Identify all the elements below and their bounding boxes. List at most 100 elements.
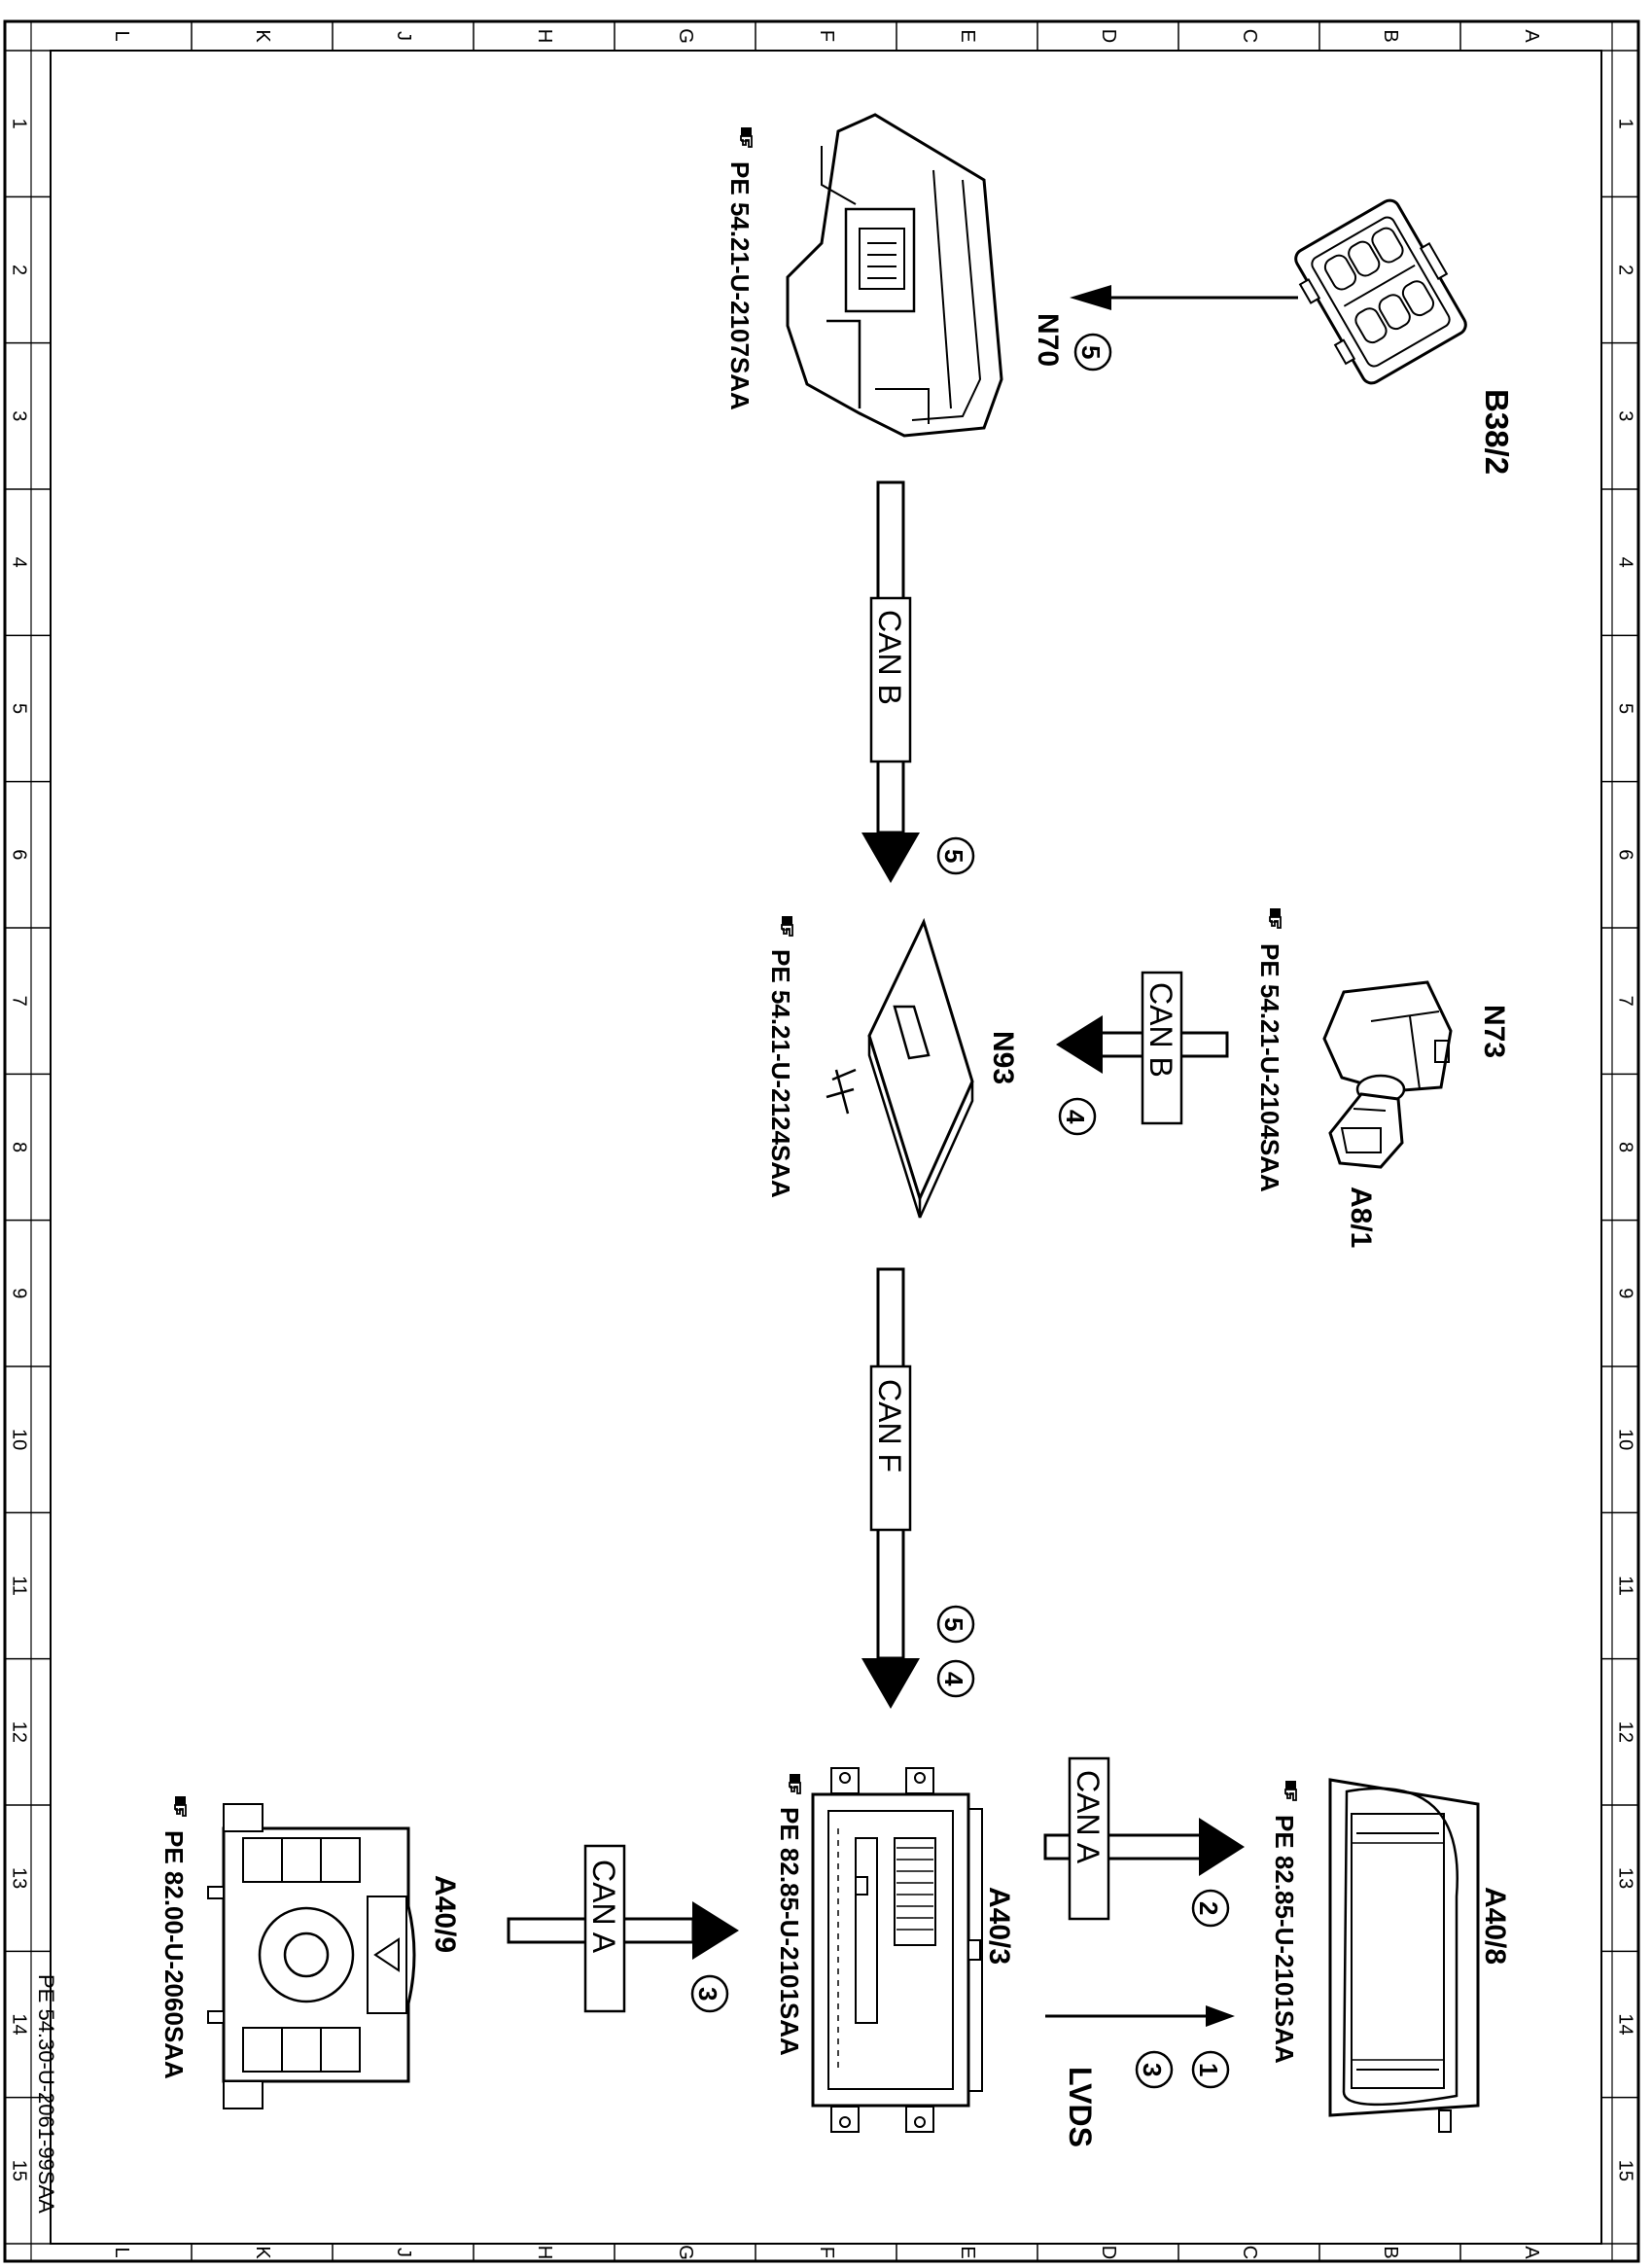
step-badge: 5: [1073, 333, 1112, 372]
svg-text:5: 5: [939, 1617, 968, 1631]
a8-1-label: A8/1: [1345, 1187, 1377, 1248]
n73-ref-link[interactable]: PE 54.21-U-2104SAA: [1255, 907, 1284, 1192]
frame-column-letter: L: [111, 30, 132, 41]
frame-row-number: 2: [1615, 265, 1636, 275]
frame-column-letter: C: [1239, 2246, 1260, 2259]
frame-column-letter: G: [675, 2245, 696, 2260]
component-a40-9: A40/9 PE 82.00-U-2060SAA: [159, 1795, 461, 2109]
frame-column-letter: J: [393, 31, 414, 41]
svg-text:5: 5: [1076, 345, 1106, 359]
b38-2-device-drawing: [1294, 198, 1467, 385]
frame-column-letter: K: [252, 2246, 273, 2259]
a40-9-device-drawing: [207, 1803, 416, 2109]
n93-ref[interactable]: PE 54.21-U-2124SAA: [766, 949, 795, 1198]
frame-row-number: 8: [1615, 1142, 1636, 1152]
frame-row-number: 8: [9, 1142, 30, 1152]
component-n93: N93 PE 54.21-U-2124SAA: [766, 915, 1019, 1219]
frame-row-number: 1: [9, 119, 30, 129]
frame-row-number: 13: [1615, 1867, 1636, 1889]
pointer-hand-icon: [789, 1773, 801, 1794]
frame-column-letter: F: [816, 30, 837, 42]
frame-row-number: 14: [1615, 2013, 1636, 2035]
pointer-hand-icon: [1269, 907, 1282, 929]
component-n70: N70 PE 54.21-U-2107SAA: [725, 113, 1064, 438]
bus-label-can-b: CAN B: [872, 610, 907, 705]
frame-row-number: 9: [9, 1288, 30, 1298]
frame-column-letter: K: [252, 29, 273, 43]
frame-row-number: 13: [9, 1867, 30, 1889]
svg-text:3: 3: [693, 1987, 722, 2001]
frame-column-letter: E: [957, 2246, 978, 2258]
svg-text:3: 3: [1138, 2063, 1167, 2076]
frame-column-letter: D: [1098, 29, 1119, 43]
frame-row-number: 4: [9, 557, 30, 568]
step-badge: 4: [1058, 1097, 1097, 1136]
pointer-hand-icon: [174, 1795, 187, 1817]
frame-row-number: 6: [1615, 849, 1636, 860]
n93-label: N93: [987, 1031, 1019, 1084]
a40-8-ref[interactable]: PE 82.85-U-2101SAA: [1270, 1815, 1299, 2064]
frame-row-number: 5: [1615, 703, 1636, 714]
a40-3-device-drawing: [811, 1767, 983, 2133]
step-badge: 4: [936, 1659, 975, 1698]
svg-text:5: 5: [939, 849, 968, 863]
bus-can-b-n70-n93: CAN B: [861, 480, 920, 883]
pointer-hand-icon: [740, 126, 753, 148]
a8-1-key-drawing: [1328, 1092, 1404, 1169]
a40-3-ref[interactable]: PE 82.85-U-2101SAA: [775, 1807, 804, 2056]
a40-3-ref-link[interactable]: PE 82.85-U-2101SAA: [775, 1773, 804, 2056]
frame-column-letter: C: [1239, 29, 1260, 43]
bus-can-a-a40-9-a40-3: CAN A: [507, 1844, 739, 2013]
frame-row-number: 11: [1615, 1576, 1636, 1596]
frame-column-letter: A: [1521, 2246, 1542, 2259]
frame-row-number: 10: [9, 1429, 30, 1450]
n70-ref[interactable]: PE 54.21-U-2107SAA: [725, 161, 755, 410]
b38-2-label: B38/2: [1479, 389, 1515, 475]
frame-column-letter: D: [1098, 2246, 1119, 2259]
svg-text:1: 1: [1194, 2063, 1223, 2076]
a40-3-label: A40/3: [983, 1887, 1015, 1965]
bus-label-can-a: CAN A: [586, 1860, 621, 1954]
a40-9-ref-link[interactable]: PE 82.00-U-2060SAA: [159, 1795, 189, 2079]
bus-label-can-a: CAN A: [1071, 1770, 1106, 1864]
n93-device-drawing: [826, 917, 974, 1219]
pointer-hand-icon: [781, 915, 793, 937]
drawing-id: PE 54.30-U-2061-99SAA: [34, 1974, 58, 2214]
n73-label: N73: [1478, 1005, 1510, 1058]
frame-column-letter: A: [1521, 29, 1542, 43]
n73-device-drawing: [1322, 980, 1453, 1105]
frame-row-number: 3: [1615, 410, 1636, 421]
frame-row-number: 2: [9, 265, 30, 275]
a40-8-label: A40/8: [1479, 1887, 1511, 1965]
frame-row-number: 12: [1615, 1721, 1636, 1743]
a40-9-ref[interactable]: PE 82.00-U-2060SAA: [159, 1830, 189, 2079]
frame-row-number: 4: [1615, 557, 1636, 568]
frame-row-number: 1: [1615, 119, 1636, 129]
step-badge: 3: [690, 1974, 729, 2013]
n70-ref-link[interactable]: PE 54.21-U-2107SAA: [725, 126, 755, 410]
bus-can-b-n73-n93: CAN B: [1056, 971, 1229, 1125]
a40-8-ref-link[interactable]: PE 82.85-U-2101SAA: [1270, 1780, 1299, 2064]
frame-row-number: 6: [9, 849, 30, 860]
bus-can-f-n93-a40-3: CAN F: [861, 1267, 920, 1709]
step-badge: 1: [1191, 2050, 1230, 2089]
bus-can-a-a40-3-a40-8: CAN A: [1043, 1756, 1245, 1921]
frame-row-number: 5: [9, 703, 30, 714]
svg-text:2: 2: [1194, 1901, 1223, 1915]
a40-8-device-drawing: [1328, 1778, 1480, 2133]
frame-column-letter: B: [1380, 2246, 1401, 2258]
frame-column-letter: J: [393, 2248, 414, 2257]
n73-ref[interactable]: PE 54.21-U-2104SAA: [1255, 943, 1284, 1192]
frame-column-letter: E: [957, 29, 978, 42]
frame-row-number: 7: [1615, 996, 1636, 1007]
frame-row-number: 15: [9, 2160, 30, 2181]
n93-ref-link[interactable]: PE 54.21-U-2124SAA: [766, 915, 795, 1198]
n70-label: N70: [1032, 313, 1064, 367]
frame-column-letter: H: [534, 29, 555, 43]
component-a40-3: A40/3 PE 82.85-U-2101SAA: [775, 1767, 1015, 2133]
frame-column-letter: H: [534, 2246, 555, 2259]
step-badge: 5: [936, 836, 975, 875]
frame-row-number: 3: [9, 410, 30, 421]
